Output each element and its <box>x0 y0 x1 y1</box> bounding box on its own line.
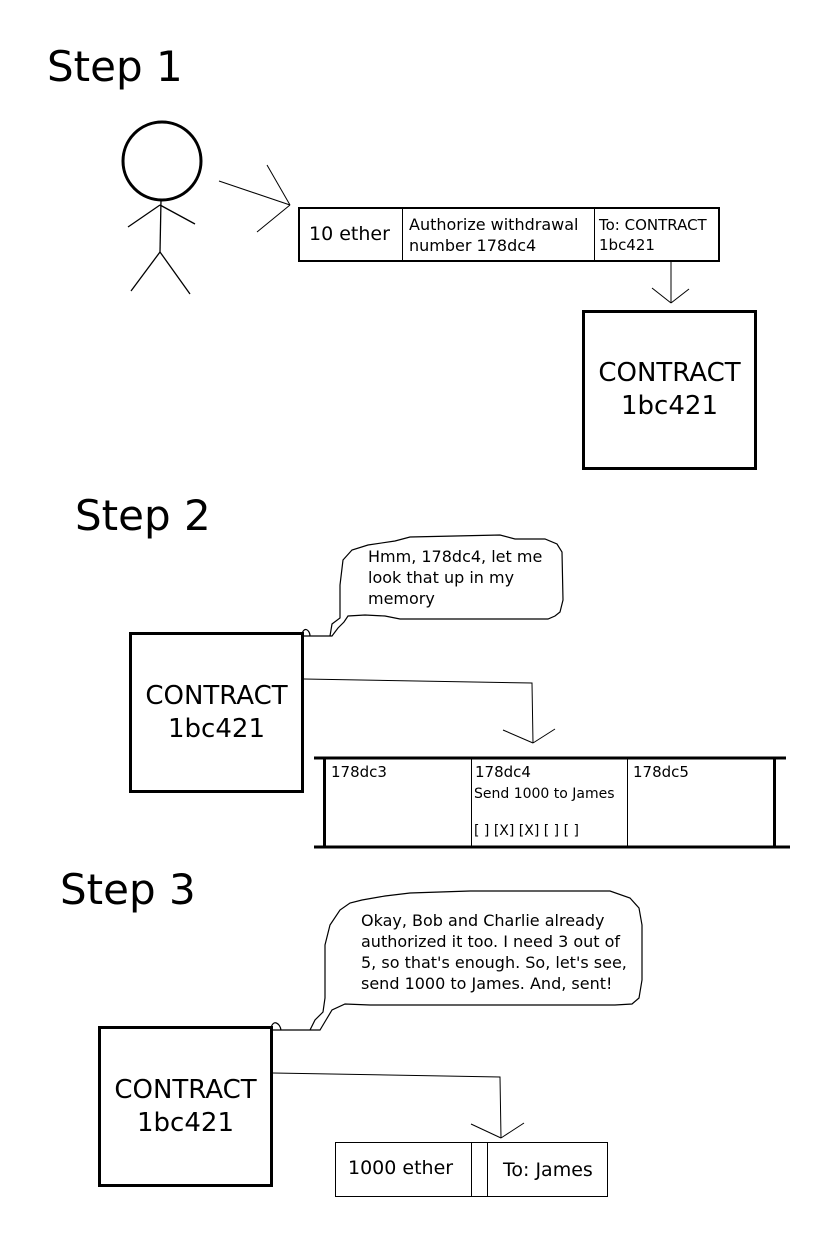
contract-name: CONTRACT <box>598 358 741 388</box>
contract-box-step1: CONTRACT 1bc421 <box>582 310 757 470</box>
speech-bubble-step2 <box>301 534 564 637</box>
to-line1: To: CONTRACT <box>599 216 707 234</box>
contract-box-step2: CONTRACT 1bc421 <box>129 632 304 793</box>
action-line2: number 178dc4 <box>409 236 537 255</box>
memory-slot-id: 178dc3 <box>331 763 387 781</box>
contract-address: 1bc421 <box>621 391 718 421</box>
memory-slot-id: 178dc4 <box>475 763 531 781</box>
payout-transaction: 1000 ether To: James <box>335 1142 608 1197</box>
speech-text-step2: Hmm, 178dc4, let me look that up in my m… <box>368 546 542 609</box>
contract-name: CONTRACT <box>114 1074 257 1105</box>
payout-to-cell: To: James <box>488 1143 607 1196</box>
to-line2: 1bc421 <box>599 236 655 254</box>
speech-bubble-step3 <box>270 890 643 1031</box>
transaction-step1: 10 ether Authorize withdrawal number 178… <box>298 207 720 262</box>
contract-address: 1bc421 <box>168 713 265 744</box>
memory-slot-id: 178dc5 <box>633 763 689 781</box>
memory-rails <box>314 756 790 849</box>
speech-line: memory <box>368 589 435 608</box>
memory-slot: 178dc5 <box>628 757 773 848</box>
arrow-contract-to-memory <box>303 678 556 744</box>
contract-box-step3: CONTRACT 1bc421 <box>98 1026 273 1187</box>
contract-address: 1bc421 <box>137 1107 234 1138</box>
speech-text-step3: Okay, Bob and Charlie already authorized… <box>361 910 627 994</box>
contract-name: CONTRACT <box>145 680 288 711</box>
action-cell: Authorize withdrawal number 178dc4 <box>403 209 595 260</box>
speech-line: 5, so that's enough. So, let's see, <box>361 953 627 972</box>
speech-line: look that up in my <box>368 568 515 587</box>
memory-slot-text: Send 1000 to James <box>474 786 615 802</box>
action-line1: Authorize withdrawal <box>409 215 579 234</box>
person-figure <box>121 120 203 295</box>
step-1-title: Step 1 <box>47 42 183 91</box>
speech-line: Okay, Bob and Charlie already <box>361 911 605 930</box>
payout-recipient: To: James <box>503 1159 593 1181</box>
memory-slot-checks: [ ] [X] [X] [ ] [ ] <box>474 823 579 839</box>
payout-amount-cell: 1000 ether <box>336 1143 472 1196</box>
memory-slot: 178dc3 <box>326 757 472 848</box>
amount-text: 10 ether <box>309 223 390 245</box>
arrow-person-to-transaction <box>218 164 291 233</box>
step-3-title: Step 3 <box>60 865 196 914</box>
speech-line: send 1000 to James. And, sent! <box>361 974 613 993</box>
payout-amount: 1000 ether <box>348 1157 454 1179</box>
speech-line: authorized it too. I need 3 out of <box>361 932 621 951</box>
payout-empty-cell <box>472 1143 488 1196</box>
memory-slot: 178dc4 Send 1000 to James [ ] [X] [X] [ … <box>472 757 628 848</box>
speech-line: Hmm, 178dc4, let me <box>368 547 543 566</box>
arrow-transaction-to-contract <box>651 261 690 304</box>
to-cell: To: CONTRACT 1bc421 <box>595 209 718 260</box>
step-2-title: Step 2 <box>75 491 211 540</box>
arrow-contract-to-payout <box>272 1072 525 1139</box>
memory-table: 178dc3 178dc4 Send 1000 to James [ ] [X]… <box>323 757 776 848</box>
amount-cell: 10 ether <box>300 209 403 260</box>
